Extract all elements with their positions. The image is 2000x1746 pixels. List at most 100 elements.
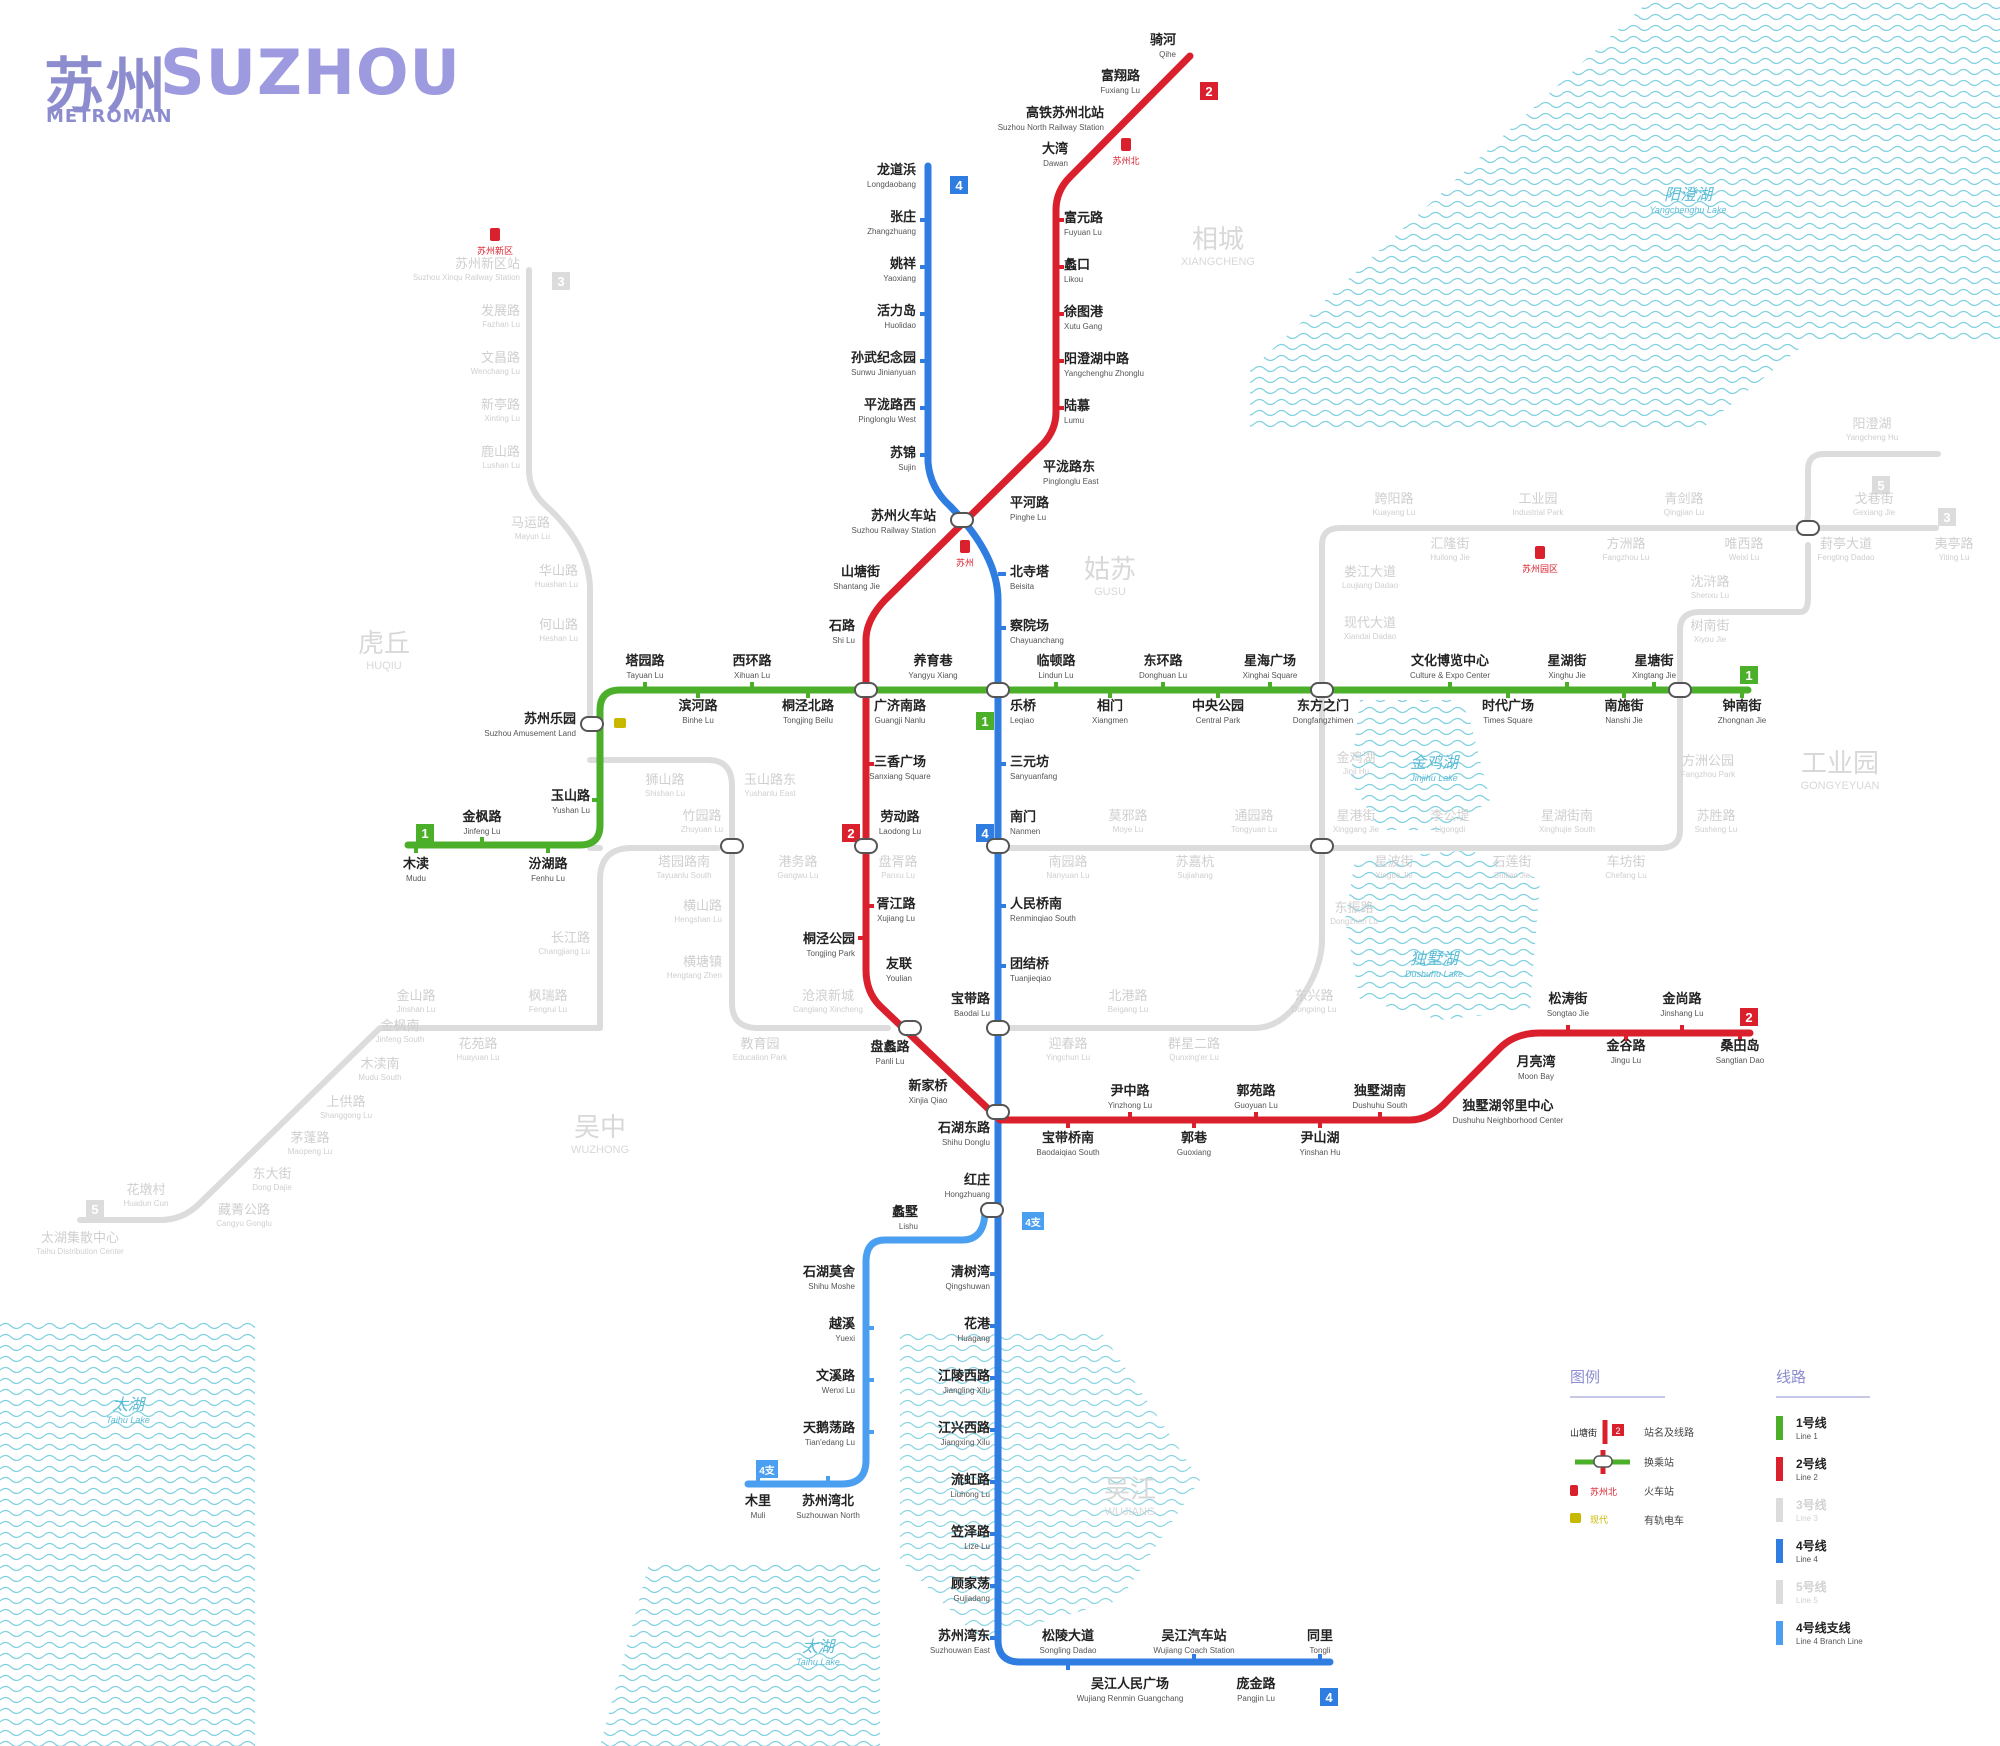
transfer-node[interactable] bbox=[580, 716, 604, 732]
transfer-node[interactable] bbox=[950, 512, 974, 528]
transfer-node[interactable] bbox=[720, 838, 744, 854]
transfer-node[interactable] bbox=[854, 838, 878, 854]
transfer-node[interactable] bbox=[1668, 682, 1692, 698]
transfer-node[interactable] bbox=[898, 1020, 922, 1036]
transfer-node[interactable] bbox=[1796, 520, 1820, 536]
transfer-node[interactable] bbox=[986, 1020, 1010, 1036]
transfer-node[interactable] bbox=[1310, 682, 1334, 698]
transfer-node[interactable] bbox=[980, 1202, 1004, 1218]
transfer-node[interactable] bbox=[986, 1104, 1010, 1120]
transfer-node[interactable] bbox=[986, 682, 1010, 698]
